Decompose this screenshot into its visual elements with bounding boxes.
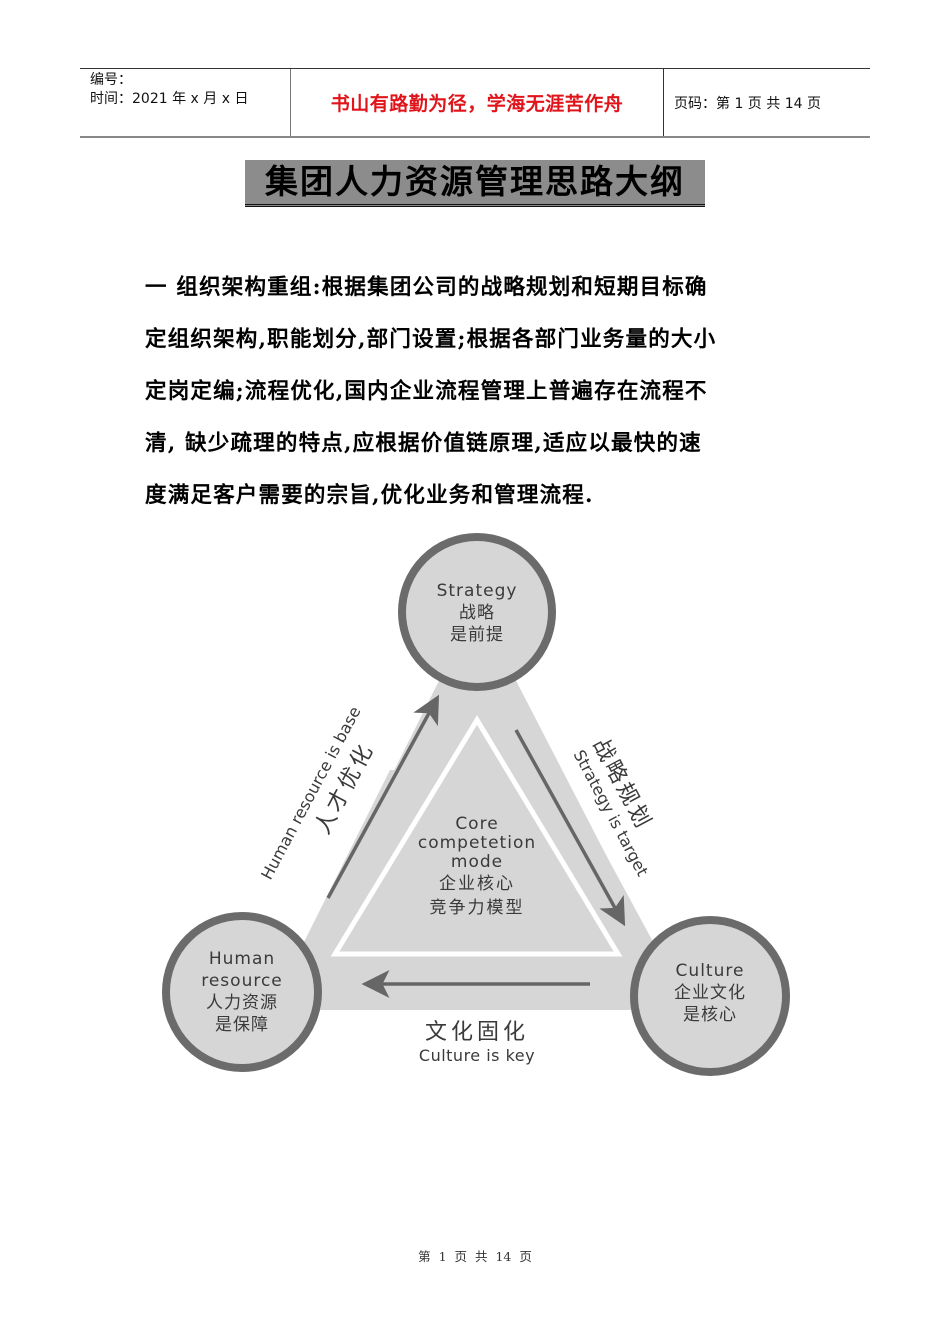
human-resource-circle-label: Human resource 人力资源 是保障 bbox=[167, 948, 317, 1036]
core-competition-label: Core competetion mode 企业核心 竞争力模型 bbox=[397, 815, 557, 920]
hr-zh-sub: 是保障 bbox=[215, 1015, 269, 1035]
arrow-down-right bbox=[514, 729, 626, 927]
document-date-label: 时间：2021 年 x 月 x 日 bbox=[90, 91, 249, 107]
culture-en: Culture bbox=[675, 961, 745, 981]
document-number-label: 编号： bbox=[90, 72, 132, 88]
core-en-2: competetion bbox=[417, 833, 537, 853]
paragraph-line: 定岗定编;流程优化,国内企业流程管理上普遍存在流程不 bbox=[145, 379, 708, 404]
culture-circle-label: Culture 企业文化 是核心 bbox=[635, 960, 785, 1026]
header-motto: 书山有路勤为径，学海无涯苦作舟 bbox=[290, 69, 664, 136]
strategy-culture-hr-diagram: Strategy 战略 是前提 Human resource 人力资源 是保障 … bbox=[150, 530, 810, 1090]
strategy-en: Strategy bbox=[436, 581, 518, 601]
culture-zh: 企业文化 bbox=[674, 983, 746, 1003]
culture-zh-sub: 是核心 bbox=[683, 1005, 737, 1025]
core-zh-2: 竞争力模型 bbox=[429, 898, 525, 918]
hr-en-1: Human bbox=[208, 949, 276, 969]
bottom-edge-zh: 文化固化 bbox=[424, 1020, 529, 1045]
header-meta: 编号： 时间：2021 年 x 月 x 日 bbox=[80, 69, 290, 136]
strategy-circle-label: Strategy 战略 是前提 bbox=[402, 580, 552, 646]
arrow-up-left bbox=[326, 694, 440, 899]
human-resource-circle bbox=[162, 912, 322, 1072]
header-page-number: 页码：第 1 页 共 14 页 bbox=[674, 95, 821, 112]
section-paragraph: 一 组织架构重组:根据集团公司的战略规划和短期目标确 定组织架构,职能划分,部门… bbox=[145, 262, 810, 522]
strategy-circle bbox=[398, 533, 556, 691]
hr-zh: 人力资源 bbox=[206, 993, 278, 1013]
core-zh-1: 企业核心 bbox=[439, 874, 515, 894]
paragraph-line: 定组织架构,职能划分,部门设置;根据各部门业务量的大小 bbox=[145, 327, 717, 352]
document-title: 集团人力资源管理思路大纲 bbox=[245, 160, 705, 207]
culture-circle bbox=[630, 916, 790, 1076]
diagram-graphics bbox=[162, 533, 790, 1076]
hr-en-2: resource bbox=[201, 971, 283, 991]
page-header: 编号： 时间：2021 年 x 月 x 日 书山有路勤为径，学海无涯苦作舟 页码… bbox=[80, 68, 870, 138]
strategy-zh-sub: 是前提 bbox=[450, 625, 504, 645]
inner-triangle bbox=[330, 715, 623, 957]
core-en-1: Core bbox=[455, 814, 499, 834]
core-en-3: mode bbox=[450, 852, 504, 872]
paragraph-line: 一 组织架构重组:根据集团公司的战略规划和短期目标确 bbox=[145, 275, 708, 300]
bottom-edge-label: 文化固化 Culture is key bbox=[377, 1020, 577, 1066]
bottom-edge-en: Culture is key bbox=[418, 1046, 536, 1065]
paragraph-line: 清, 缺少疏理的特点,应根据价值链原理,适应以最快的速 bbox=[145, 431, 702, 456]
paragraph-line: 度满足客户需要的宗旨,优化业务和管理流程. bbox=[145, 483, 594, 508]
strategy-zh: 战略 bbox=[459, 603, 495, 623]
page-footer: 第 1 页 共 14 页 bbox=[418, 1249, 532, 1264]
